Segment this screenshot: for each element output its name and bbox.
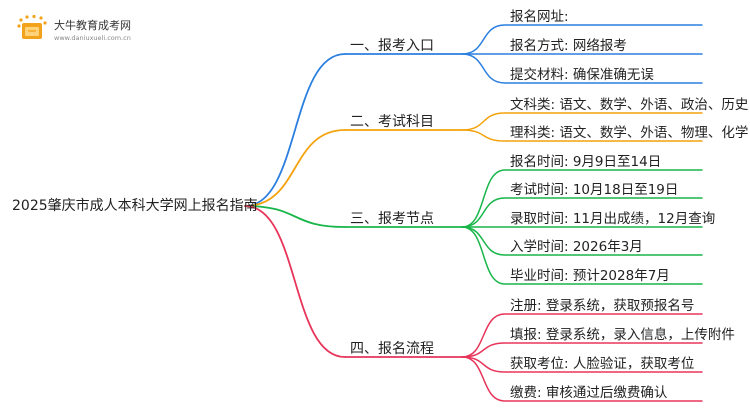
branch-1-leaf-3-connector [461, 53, 703, 84]
branch-3-label: 三、报考节点 [350, 211, 434, 227]
logo: 大牛教育成考网 www.daniuxueli.com.cn [14, 14, 144, 46]
branch-3-leaf-5: 毕业时间: 预计2028年7月 [510, 268, 670, 284]
branch-4-leaf-2: 填报: 登录系统，录入信息，上传附件 [510, 327, 735, 343]
branch-3-connector [244, 205, 346, 228]
branch-2-connector [244, 129, 346, 207]
branch-4-leaf-4-connector [461, 356, 703, 402]
branch-4-leaf-2-connector [461, 342, 703, 358]
branch-2-leaf-2: 理科类: 语文、数学、外语、物理、化学 [510, 125, 749, 141]
branch-3-leaf-4-connector [461, 226, 703, 256]
branch-3-leaf-2-connector [461, 197, 703, 228]
branch-2-label: 二、考试科目 [350, 114, 434, 130]
branch-1-leaf-2: 报名方式: 网络报考 [510, 38, 627, 54]
branch-3-leaf-5-connector [461, 226, 703, 285]
branch-2-leaf-1: 文科类: 语文、数学、外语、政治、历史 [510, 97, 749, 113]
branch-4-leaf-4: 缴费: 审核通过后缴费确认 [510, 385, 668, 401]
branch-2-leaf-1-connector [461, 112, 703, 131]
branch-1-leaf-3: 提交材料: 确保准确无误 [510, 67, 654, 83]
branch-4-leaf-1: 注册: 登录系统，获取预报名号 [510, 298, 695, 314]
branch-3-leaf-2: 考试时间: 10月18日至19日 [510, 182, 679, 198]
logo-icon [17, 14, 47, 39]
branch-2-leaf-2-connector [461, 129, 703, 142]
branch-3-leaf-4: 入学时间: 2026年3月 [510, 239, 643, 255]
branch-1-label: 一、报考入口 [350, 38, 434, 54]
branch-3-leaf-1-connector [461, 169, 703, 228]
branch-1-connector [244, 53, 346, 207]
root-title: 2025肇庆市成人本科大学网上报名指南 [12, 198, 258, 214]
branch-4-leaf-3: 获取考位: 人脸验证，获取考位 [510, 356, 695, 372]
branch-4-leaf-1-connector [461, 313, 703, 358]
branch-3-leaf-3: 录取时间: 11月出成绩，12月查询 [510, 211, 716, 227]
branch-1-leaf-1: 报名网址: [510, 9, 569, 25]
branch-1-leaf-1-connector [461, 24, 703, 55]
branch-4-connector [244, 205, 346, 358]
branch-3-leaf-1: 报名时间: 9月9日至14日 [510, 154, 662, 170]
branch-4-label: 四、报名流程 [350, 341, 434, 357]
logo-name: 大牛教育成考网 [54, 19, 131, 32]
logo-url: www.daniuxueli.com.cn [54, 34, 131, 42]
branch-4-leaf-3-connector [461, 356, 703, 373]
